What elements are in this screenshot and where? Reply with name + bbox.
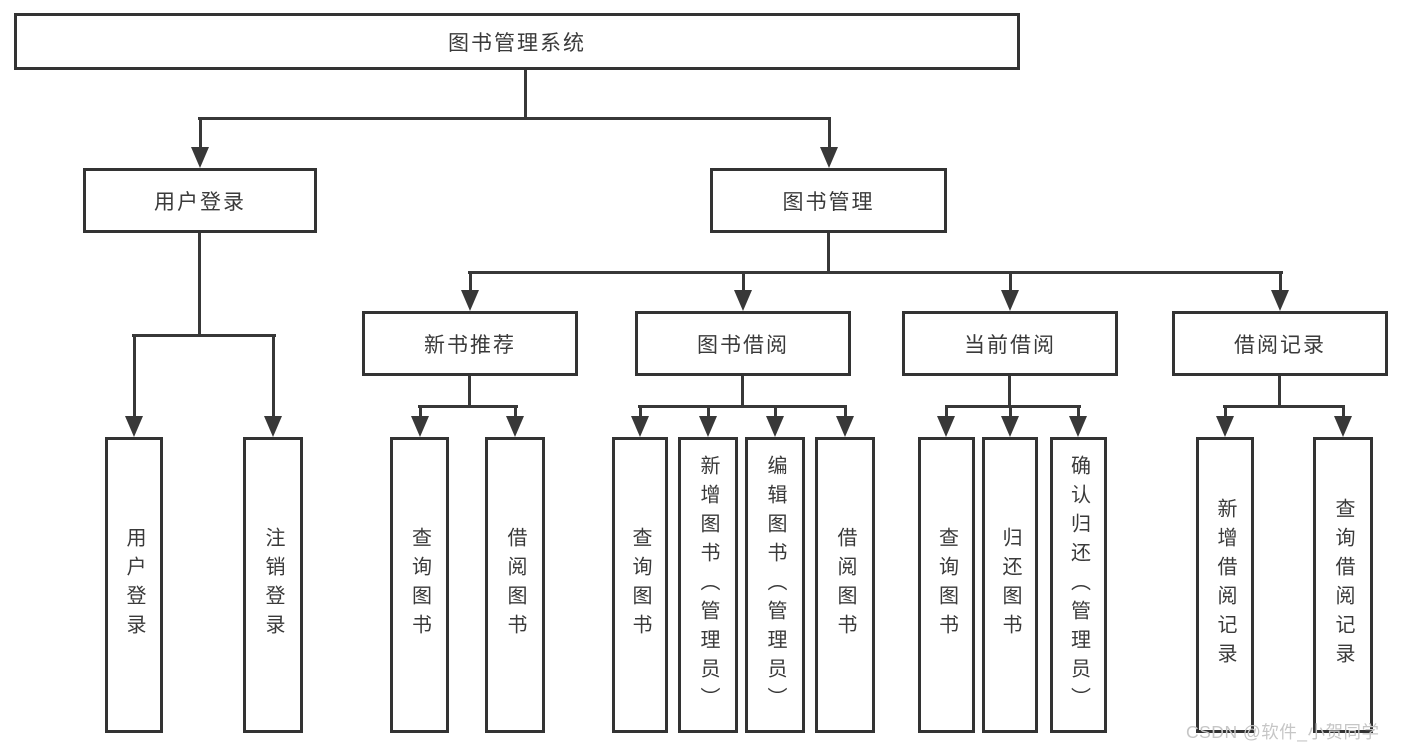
arrow-down-icon [410, 405, 430, 437]
arrow-down-icon [1000, 271, 1020, 311]
connector-line [418, 405, 518, 408]
arrow-down-icon [505, 405, 525, 437]
connector-line [827, 233, 830, 273]
leaf-borrowing-borrow-books: 借阅图书 [815, 437, 875, 733]
connector-line [1008, 376, 1011, 407]
connector-line [198, 233, 201, 335]
csdn-watermark: CSDN @软件_小贺同学 [1186, 722, 1380, 742]
leaf-current-confirm-return-admin: 确认归还（管理员） [1050, 437, 1107, 733]
connector-line [1223, 405, 1345, 408]
connector-line [524, 70, 527, 118]
leaf-current-query-books: 查询图书 [918, 437, 975, 733]
arrow-down-icon [835, 405, 855, 437]
leaf-borrowing-query-books: 查询图书 [612, 437, 668, 733]
leaf-borrowing-edit-books-admin: 编辑图书（管理员） [745, 437, 805, 733]
arrow-down-icon [1333, 405, 1353, 437]
node-book-management: 图书管理 [710, 168, 947, 233]
arrow-down-icon [1068, 405, 1088, 437]
leaf-borrowing-add-books-admin: 新增图书（管理员） [678, 437, 738, 733]
leaf-records-add-record: 新增借阅记录 [1196, 437, 1254, 733]
leaf-recommend-borrow-books: 借阅图书 [485, 437, 545, 733]
arrow-down-icon [1000, 405, 1020, 437]
leaf-current-return-books: 归还图书 [982, 437, 1038, 733]
connector-line [468, 376, 471, 407]
connector-line [132, 334, 276, 337]
arrow-down-icon [263, 334, 283, 437]
node-borrow-records: 借阅记录 [1172, 311, 1388, 376]
connector-line [638, 405, 847, 408]
arrow-down-icon [1270, 271, 1290, 311]
arrow-down-icon [1215, 405, 1235, 437]
arrow-down-icon [765, 405, 785, 437]
leaf-recommend-query-books: 查询图书 [390, 437, 449, 733]
node-library-system: 图书管理系统 [14, 13, 1020, 70]
connector-line [945, 405, 1081, 408]
arrow-down-icon [698, 405, 718, 437]
arrow-down-icon [630, 405, 650, 437]
connector-line [741, 376, 744, 407]
connector-line [468, 271, 1283, 274]
node-new-book-recommend: 新书推荐 [362, 311, 578, 376]
arrow-down-icon [460, 271, 480, 311]
arrow-down-icon [936, 405, 956, 437]
node-user-login: 用户登录 [83, 168, 317, 233]
arrow-down-icon [819, 117, 839, 168]
connector-line [1278, 376, 1281, 407]
leaf-records-query-record: 查询借阅记录 [1313, 437, 1373, 733]
leaf-logout: 注销登录 [243, 437, 303, 733]
leaf-user-login: 用户登录 [105, 437, 163, 733]
node-current-borrowing: 当前借阅 [902, 311, 1118, 376]
node-book-borrowing: 图书借阅 [635, 311, 851, 376]
arrow-down-icon [190, 117, 210, 168]
arrow-down-icon [733, 271, 753, 311]
arrow-down-icon [124, 334, 144, 437]
connector-line [198, 117, 831, 120]
